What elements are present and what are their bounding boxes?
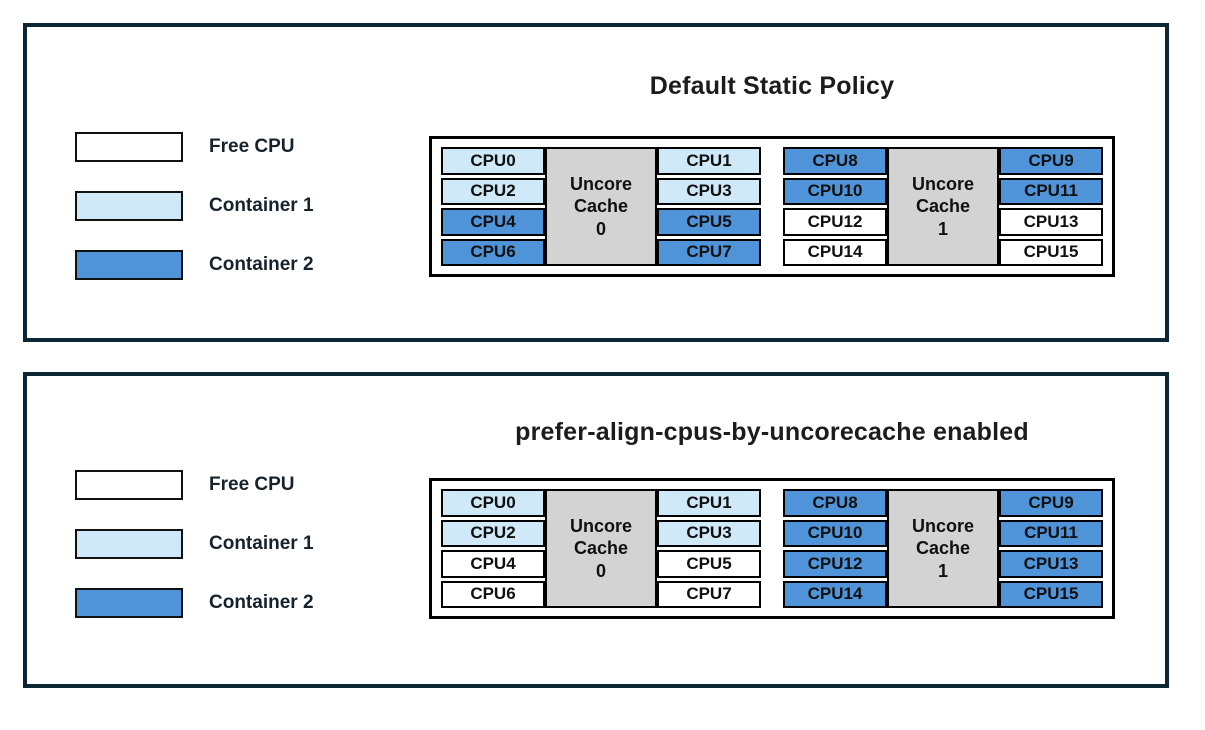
cache-label-line: Cache bbox=[573, 196, 629, 217]
legend-swatch-container-2 bbox=[75, 250, 183, 280]
cpu-column-right: CPU9 CPU11 CPU13 CPU15 bbox=[999, 489, 1103, 608]
legend-item-free-cpu: Free CPU bbox=[75, 132, 314, 162]
legend-label: Container 2 bbox=[209, 254, 314, 275]
cpu-cell: CPU5 bbox=[657, 208, 761, 236]
cpu-column-left: CPU8 CPU10 CPU12 CPU14 bbox=[783, 147, 887, 266]
uncore-cache-1-group: CPU8 CPU10 CPU12 CPU14 Uncore Cache 1 CP… bbox=[783, 147, 1103, 266]
panel-title: prefer-align-cpus-by-uncorecache enabled bbox=[515, 418, 1029, 446]
cpu-cell: CPU9 bbox=[999, 489, 1103, 517]
uncore-cache-1-group: CPU8 CPU10 CPU12 CPU14 Uncore Cache 1 CP… bbox=[783, 489, 1103, 608]
cpu-cell: CPU6 bbox=[441, 580, 545, 608]
legend-label: Container 1 bbox=[209, 195, 314, 216]
uncore-cache-0-box: Uncore Cache 0 bbox=[545, 147, 657, 266]
legend: Free CPU Container 1 Container 2 bbox=[75, 470, 314, 618]
cpu-column-right: CPU1 CPU3 CPU5 CPU7 bbox=[657, 489, 761, 608]
cpu-column-left: CPU8 CPU10 CPU12 CPU14 bbox=[783, 489, 887, 608]
cache-label-line: Cache bbox=[915, 538, 971, 559]
legend-swatch-free-cpu bbox=[75, 470, 183, 500]
cpu-cell: CPU5 bbox=[657, 550, 761, 578]
cpu-cell: CPU14 bbox=[783, 238, 887, 266]
cpu-cell: CPU4 bbox=[441, 550, 545, 578]
uncore-cache-1-box: Uncore Cache 1 bbox=[887, 147, 999, 266]
cpu-cell: CPU1 bbox=[657, 489, 761, 517]
cpu-cell: CPU11 bbox=[999, 519, 1103, 547]
legend-label: Container 1 bbox=[209, 533, 314, 554]
legend-item-container-2: Container 2 bbox=[75, 250, 314, 280]
cache-label-line: Uncore bbox=[911, 515, 974, 536]
cpu-column-right: CPU9 CPU11 CPU13 CPU15 bbox=[999, 147, 1103, 266]
cpu-cell: CPU0 bbox=[441, 147, 545, 175]
cpu-cell: CPU14 bbox=[783, 580, 887, 608]
cpu-cell: CPU9 bbox=[999, 147, 1103, 175]
cpu-cell: CPU12 bbox=[783, 208, 887, 236]
legend-label: Container 2 bbox=[209, 592, 314, 613]
cpu-cell: CPU3 bbox=[657, 177, 761, 205]
cache-label-line: Cache bbox=[915, 196, 971, 217]
uncore-cache-0-box: Uncore Cache 0 bbox=[545, 489, 657, 608]
cpu-cell: CPU13 bbox=[999, 550, 1103, 578]
cpu-cell: CPU13 bbox=[999, 208, 1103, 236]
cache-label-line: 0 bbox=[595, 218, 606, 239]
legend-swatch-container-1 bbox=[75, 191, 183, 221]
legend-item-container-1: Container 1 bbox=[75, 191, 314, 221]
cpu-topology-diagram: CPU0 CPU2 CPU4 CPU6 Uncore Cache 0 CPU1 … bbox=[429, 478, 1115, 619]
cpu-cell: CPU8 bbox=[783, 147, 887, 175]
cpu-cell: CPU0 bbox=[441, 489, 545, 517]
cache-label-line: Uncore bbox=[911, 173, 974, 194]
cpu-column-left: CPU0 CPU2 CPU4 CPU6 bbox=[441, 147, 545, 266]
cpu-cell: CPU2 bbox=[441, 519, 545, 547]
cache-label-line: 1 bbox=[937, 560, 948, 581]
cpu-cell: CPU15 bbox=[999, 238, 1103, 266]
legend-swatch-free-cpu bbox=[75, 132, 183, 162]
cpu-cell: CPU11 bbox=[999, 177, 1103, 205]
cpu-column-left: CPU0 CPU2 CPU4 CPU6 bbox=[441, 489, 545, 608]
panel-prefer-align-uncorecache: prefer-align-cpus-by-uncorecache enabled… bbox=[23, 372, 1169, 688]
legend-swatch-container-2 bbox=[75, 588, 183, 618]
cpu-cell: CPU2 bbox=[441, 177, 545, 205]
panel-default-static-policy: Default Static Policy Free CPU Container… bbox=[23, 23, 1169, 342]
cpu-cell: CPU8 bbox=[783, 489, 887, 517]
cache-label-line: 0 bbox=[595, 560, 606, 581]
legend-label: Free CPU bbox=[209, 136, 295, 157]
uncore-cache-1-box: Uncore Cache 1 bbox=[887, 489, 999, 608]
cache-label-line: Cache bbox=[573, 538, 629, 559]
cache-label-line: Uncore bbox=[569, 515, 632, 536]
legend-item-free-cpu: Free CPU bbox=[75, 470, 314, 500]
cache-label-line: 1 bbox=[937, 218, 948, 239]
legend-label: Free CPU bbox=[209, 474, 295, 495]
legend: Free CPU Container 1 Container 2 bbox=[75, 132, 314, 280]
cpu-column-right: CPU1 CPU3 CPU5 CPU7 bbox=[657, 147, 761, 266]
cpu-cell: CPU6 bbox=[441, 238, 545, 266]
uncore-cache-0-group: CPU0 CPU2 CPU4 CPU6 Uncore Cache 0 CPU1 … bbox=[441, 147, 761, 266]
cpu-cell: CPU15 bbox=[999, 580, 1103, 608]
legend-item-container-2: Container 2 bbox=[75, 588, 314, 618]
cache-label-line: Uncore bbox=[569, 173, 632, 194]
cpu-cell: CPU7 bbox=[657, 238, 761, 266]
cpu-cell: CPU7 bbox=[657, 580, 761, 608]
cpu-cell: CPU1 bbox=[657, 147, 761, 175]
cpu-topology-diagram: CPU0 CPU2 CPU4 CPU6 Uncore Cache 0 CPU1 … bbox=[429, 136, 1115, 277]
panel-title: Default Static Policy bbox=[649, 72, 895, 100]
cpu-cell: CPU12 bbox=[783, 550, 887, 578]
legend-swatch-container-1 bbox=[75, 529, 183, 559]
uncore-cache-0-group: CPU0 CPU2 CPU4 CPU6 Uncore Cache 0 CPU1 … bbox=[441, 489, 761, 608]
cpu-cell: CPU10 bbox=[783, 177, 887, 205]
cpu-cell: CPU4 bbox=[441, 208, 545, 236]
cpu-cell: CPU3 bbox=[657, 519, 761, 547]
legend-item-container-1: Container 1 bbox=[75, 529, 314, 559]
cpu-cell: CPU10 bbox=[783, 519, 887, 547]
